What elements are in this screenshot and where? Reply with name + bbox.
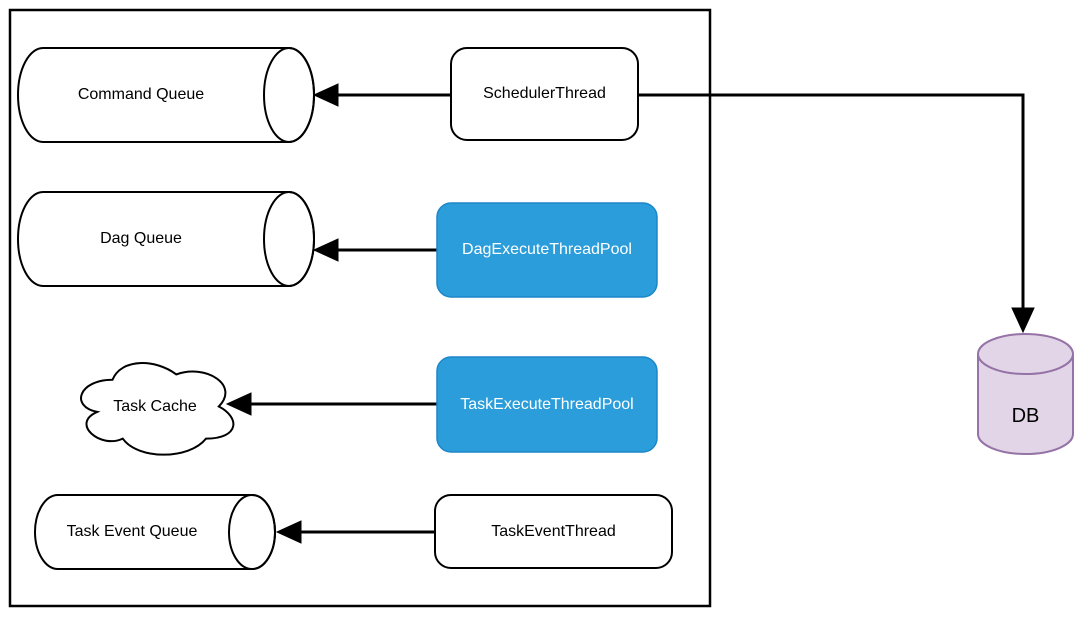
edge-scheduler-to-db	[638, 93, 1035, 334]
outer-container-box	[8, 8, 712, 608]
db-cylinder-shape	[977, 333, 1074, 455]
dag-execute-thread-pool-shape	[436, 202, 658, 298]
command-queue-shape	[17, 47, 315, 143]
edge-eventthread-to-event-queue	[275, 520, 435, 544]
dag-queue-shape	[17, 191, 315, 287]
scheduler-thread-shape	[450, 47, 639, 141]
edge-scheduler-to-command-queue	[312, 83, 451, 107]
edge-taskpool-to-task-cache	[225, 392, 437, 416]
task-event-queue-shape	[34, 494, 276, 570]
edge-dagpool-to-dag-queue	[312, 238, 437, 262]
task-execute-thread-pool-shape	[436, 356, 658, 453]
task-event-thread-shape	[434, 494, 673, 569]
task-cache-cloud-shape	[80, 362, 235, 456]
